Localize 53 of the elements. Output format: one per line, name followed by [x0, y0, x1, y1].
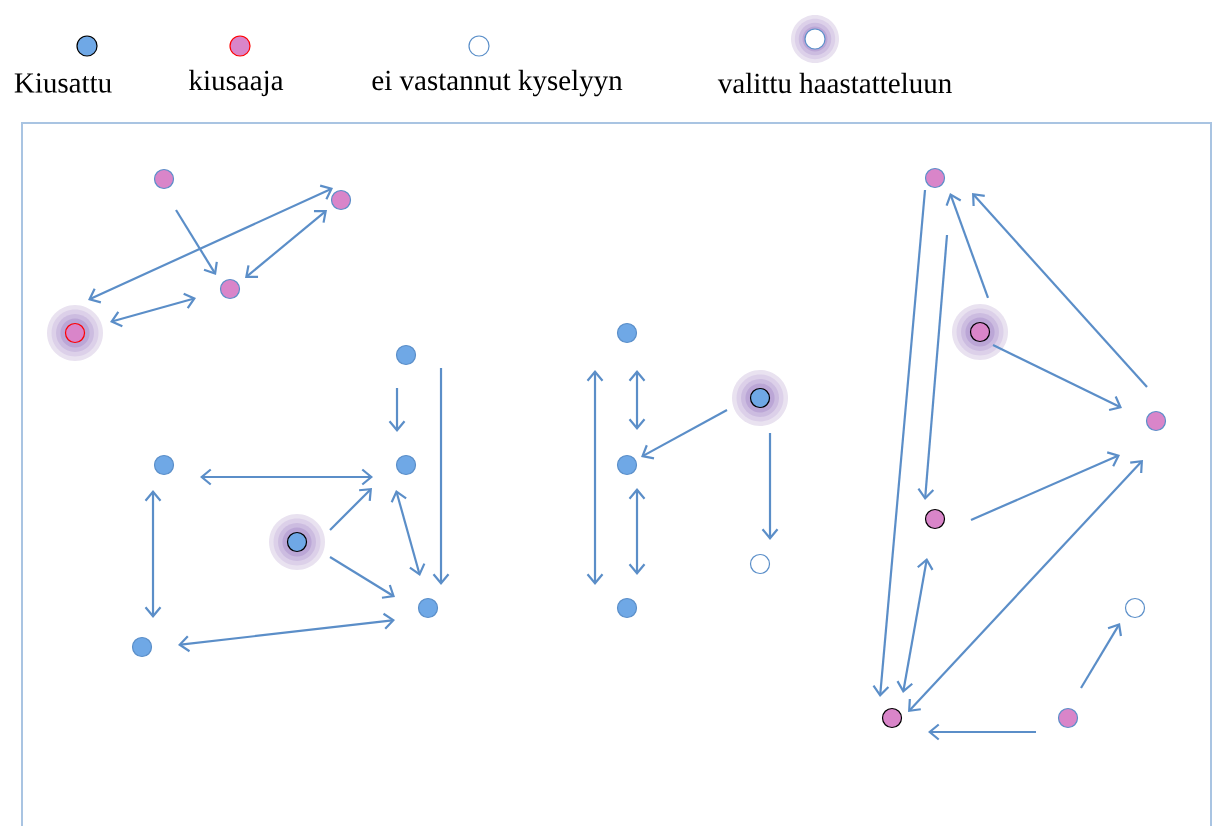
arrow [917, 234, 949, 500]
arrow [329, 556, 395, 599]
arrow [992, 344, 1122, 412]
arrow [908, 460, 1143, 712]
dot [924, 167, 946, 189]
arrow [896, 558, 934, 693]
dot [749, 553, 771, 575]
legend-label: valittu haastatteluun [717, 72, 952, 94]
dot [417, 597, 439, 619]
arrow [586, 370, 604, 585]
legend-label: kiusaaja [189, 69, 284, 97]
dot [881, 707, 903, 729]
arrow [872, 189, 927, 697]
dot [616, 322, 638, 344]
dot [153, 454, 175, 476]
dot [269, 514, 325, 570]
dot [47, 305, 103, 361]
dot [732, 370, 788, 426]
arrow [970, 451, 1120, 521]
arrow [1080, 623, 1122, 689]
arrow [329, 488, 372, 531]
dot [395, 344, 417, 366]
arrow [641, 409, 728, 460]
arrow [245, 209, 327, 278]
dot [395, 454, 417, 476]
dot [616, 454, 638, 476]
dot [1145, 410, 1167, 432]
dot [616, 597, 638, 619]
arrow [390, 490, 426, 576]
arrow [761, 433, 779, 540]
dot [924, 508, 946, 530]
dot [952, 304, 1008, 360]
dot [131, 636, 153, 658]
arrow [144, 490, 162, 618]
legend-label: Kiusattu [14, 73, 112, 93]
legend-label: ei vastannut kyselyyn [372, 69, 623, 97]
dot [219, 278, 241, 300]
arrow [928, 723, 1036, 741]
dot [153, 168, 175, 190]
arrow [110, 292, 196, 328]
arrow [945, 193, 990, 299]
dot [1124, 597, 1146, 619]
dot [1057, 707, 1079, 729]
dot [330, 189, 352, 211]
arrow [628, 370, 646, 430]
arrow [432, 368, 450, 585]
arrow [175, 209, 218, 275]
arrow [88, 184, 333, 304]
arrow [178, 612, 395, 653]
arrow [972, 193, 1148, 388]
arrow [628, 488, 646, 575]
arrow [388, 388, 406, 432]
arrow [200, 468, 373, 486]
